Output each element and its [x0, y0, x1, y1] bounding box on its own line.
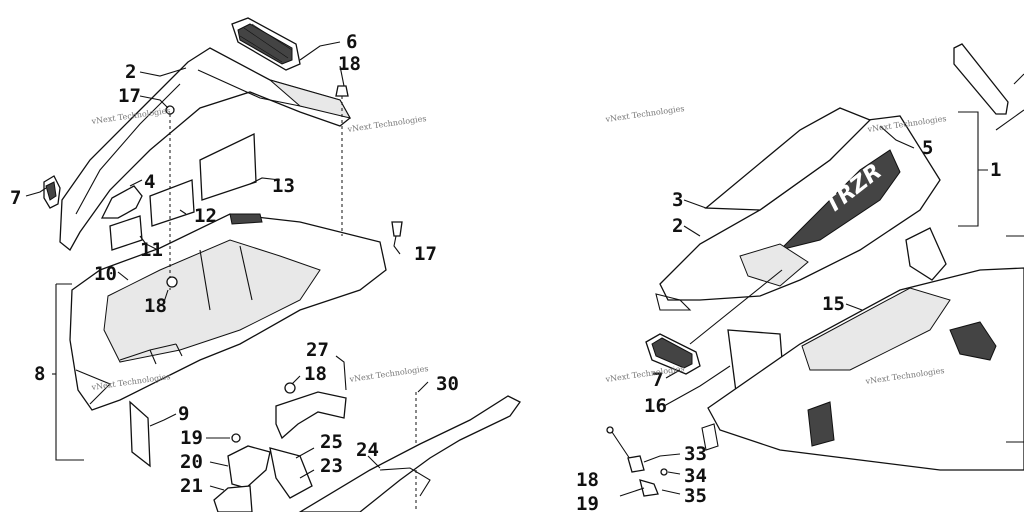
callout-18-lower: 18 [304, 363, 327, 385]
callout-35: 35 [684, 485, 707, 507]
callout-19-right: 19 [576, 493, 599, 512]
callout-25: 25 [320, 431, 343, 453]
callout-18-mid: 18 [144, 295, 167, 317]
callout-2-left: 2 [125, 61, 136, 83]
callout-18-right: 18 [576, 469, 599, 491]
bracket-part-21 [213, 485, 253, 512]
bolt-part-19-left [231, 433, 241, 443]
decal-part-9 [129, 400, 151, 468]
watermark-2: vNext Technologies [346, 114, 427, 134]
callout-2-right: 2 [672, 215, 683, 237]
vent-part-7-right [645, 333, 701, 375]
bracket-part-27 [275, 391, 347, 440]
callout-15: 15 [822, 293, 845, 315]
vent-part-top-right [953, 43, 1009, 115]
callout-18-top: 18 [338, 53, 361, 75]
callout-24: 24 [356, 439, 379, 461]
callout-1: 1 [990, 159, 1001, 181]
callout-numbers: 6 18 2 17 7 4 13 12 11 17 10 18 8 27 18 … [10, 31, 1001, 512]
vent-grille-part-6 [231, 17, 301, 71]
rail-part-24 [298, 395, 521, 512]
callout-34: 34 [684, 465, 707, 487]
callout-4: 4 [144, 171, 155, 193]
bracket-line-part-1 [958, 111, 988, 227]
callout-7-left: 7 [10, 187, 21, 209]
callout-27: 27 [306, 339, 329, 361]
watermark-5: vNext Technologies [604, 104, 685, 124]
fasteners-left [165, 85, 403, 290]
clip-part-7-left [43, 175, 61, 209]
callout-23: 23 [320, 455, 343, 477]
callout-16: 16 [644, 395, 667, 417]
cable-assembly-parts-33-35 [606, 426, 668, 497]
callout-6: 6 [346, 31, 357, 53]
callout-21: 21 [180, 475, 203, 497]
callout-17-left: 17 [118, 85, 141, 107]
decal-part-12 [149, 179, 195, 227]
callout-33: 33 [684, 443, 707, 465]
leader-lines [25, 41, 1024, 495]
callout-12: 12 [194, 205, 217, 227]
bracket-part-20 [227, 445, 271, 489]
decal-part-13 [199, 132, 257, 201]
decal-part-11 [109, 215, 143, 251]
callout-13: 13 [272, 175, 295, 197]
callout-5: 5 [922, 137, 933, 159]
upper-hood-part-1: TRZR [655, 107, 941, 311]
callout-9: 9 [178, 403, 189, 425]
watermark-7: vNext Technologies [604, 364, 685, 384]
callout-11: 11 [140, 239, 163, 261]
bracket-part-25 [269, 447, 313, 499]
callout-30: 30 [436, 373, 459, 395]
callout-20: 20 [180, 451, 203, 473]
callout-17-right: 17 [414, 243, 437, 265]
window-part-4 [100, 185, 143, 219]
callout-10: 10 [94, 263, 117, 285]
callout-8: 8 [34, 363, 45, 385]
callout-19-left: 19 [180, 427, 203, 449]
nut-part-18-lower [284, 382, 296, 394]
watermark-4: vNext Technologies [348, 364, 429, 384]
lower-hood-part-15 [701, 227, 1024, 471]
callout-3: 3 [672, 189, 683, 211]
callout-7-right: 7 [652, 369, 663, 391]
side-panel-part-2-left [59, 47, 351, 251]
lower-hood-part-8 [69, 213, 387, 411]
